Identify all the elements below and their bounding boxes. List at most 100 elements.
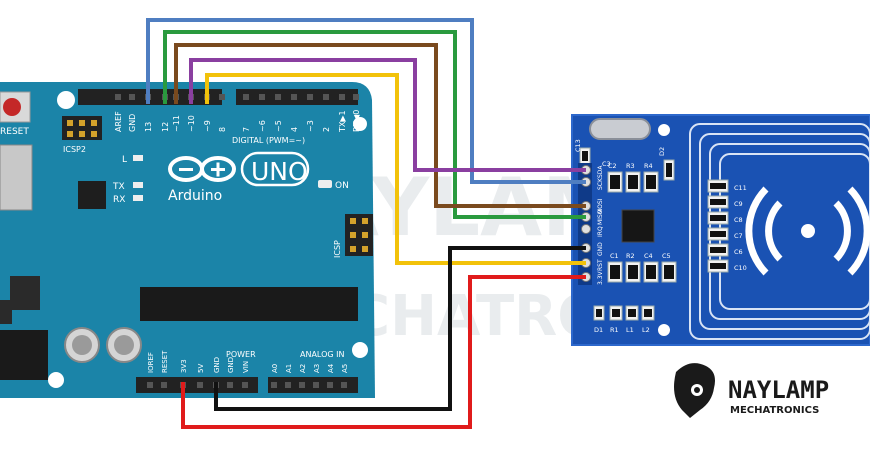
bottom-pin-hole [227, 382, 233, 388]
component-label: C3 [602, 160, 611, 168]
bottom-pin-label: IOREF [147, 352, 155, 373]
component-label: C6 [734, 248, 743, 256]
bottom-pin-label: A4 [327, 363, 335, 373]
uno-badge [240, 151, 310, 187]
mount-hole [658, 124, 670, 136]
top-pin-label: AREF [114, 111, 123, 132]
top-pin-label: ~9 [203, 120, 212, 132]
bottom-pin-hole [327, 382, 333, 388]
bottom-pin-label: 3V3 [180, 359, 188, 373]
led-rx [133, 195, 143, 201]
top-pin-label: 2 [322, 127, 331, 132]
usb-connector [0, 144, 33, 211]
wireless-icon [745, 186, 870, 276]
led-tx [133, 182, 143, 188]
brand-label: Arduino [168, 188, 222, 204]
bottom-pin-hole [242, 382, 248, 388]
rfid-components [579, 147, 729, 321]
reset-button [0, 91, 31, 123]
top-pin-label: 13 [144, 122, 153, 132]
rfid-pin-label: MISO [597, 209, 604, 225]
model-label: UNO [251, 157, 308, 186]
logo-name: NAYLAMP [728, 376, 829, 404]
component-label: L2 [642, 326, 650, 334]
wire-gnd-gnd [214, 246, 586, 411]
component-label: D2 [658, 147, 666, 156]
component-label: C7 [734, 232, 743, 240]
crystal [589, 118, 651, 140]
wire-10-sda [189, 58, 586, 172]
component-label: C9 [734, 200, 743, 208]
bottom-pin-hole [285, 382, 291, 388]
top-pin-label: GND [128, 114, 137, 132]
component-label: C13 [574, 139, 582, 152]
top-pin-hole [291, 94, 297, 100]
wire-13-sck [146, 18, 586, 184]
bottom-pin-label: GND [227, 357, 235, 373]
capacitors [64, 327, 142, 363]
top-pin-label: RX◀0 [352, 110, 361, 132]
rfid-pin-label: SCK [597, 177, 604, 190]
component-label: R2 [626, 252, 635, 260]
led-l-label: L [122, 155, 127, 165]
wires [146, 18, 586, 429]
rfid-pin [581, 224, 591, 234]
arduino-logo [168, 156, 236, 182]
reset-label: RESET [0, 127, 29, 137]
top-pin-label: 4 [290, 127, 299, 132]
bottom-pin-hole [147, 382, 153, 388]
top-pin-hole [259, 94, 265, 100]
component-label: C1 [610, 252, 619, 260]
bottom-pin-hole [161, 382, 167, 388]
component-label: R1 [610, 326, 619, 334]
rfid-pin-label: IRQ [597, 226, 604, 237]
usb-chip [78, 181, 106, 209]
wire-9-rst [205, 73, 586, 265]
top-pin-label: ~5 [274, 120, 283, 132]
led-tx-label: TX [112, 182, 125, 192]
component-label: C4 [644, 252, 653, 260]
top-pin-hole [353, 94, 359, 100]
bottom-pin-label: A1 [285, 364, 293, 373]
component-label: C10 [734, 264, 747, 272]
mcu-chip [140, 287, 358, 321]
component-label: C2 [608, 162, 617, 170]
component-label: C11 [734, 184, 747, 192]
bottom-pin-label: GND [213, 357, 221, 373]
rfid-pin-header [578, 163, 592, 285]
component-label: R3 [626, 162, 635, 170]
top-pin-label: 8 [218, 127, 227, 132]
rfid-pin-label: 3.3V [597, 270, 604, 285]
top-pin-hole [323, 94, 329, 100]
rfid-pin-label: SDA [597, 165, 604, 178]
top-pin-hole [129, 94, 135, 100]
icsp2-label: ICSP2 [63, 145, 86, 154]
rfid-pin-label: GND [597, 242, 604, 256]
top-pin-hole [339, 94, 345, 100]
bottom-pin-hole [299, 382, 305, 388]
component-label: C8 [734, 216, 743, 224]
top-pin-label: 12 [161, 122, 170, 132]
mount-hole [658, 324, 670, 336]
led-rx-label: RX [113, 195, 125, 205]
bottom-pin-label: A2 [299, 364, 307, 373]
logo-tagline: MECHATRONICS [730, 405, 819, 416]
bottom-pin-label: A5 [341, 364, 349, 373]
rfid-pin-label: MOSI [597, 198, 604, 214]
component-label: C5 [662, 252, 671, 260]
bottom-pin-hole [313, 382, 319, 388]
top-pin-hole [243, 94, 249, 100]
bottom-pin-label: VIN [242, 361, 250, 373]
top-pin-label: 7 [242, 127, 251, 132]
rc522-chip [621, 209, 655, 243]
top-pin-hole [275, 94, 281, 100]
bottom-pin-label: A0 [271, 364, 279, 373]
top-pin-label: TX▶1 [338, 110, 347, 133]
bottom-pin-hole [341, 382, 347, 388]
